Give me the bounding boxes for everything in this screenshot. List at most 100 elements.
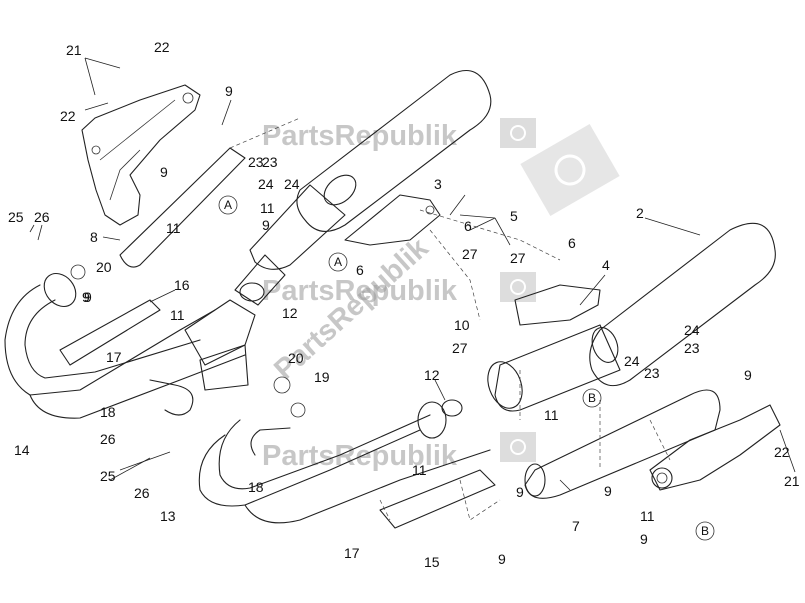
callout-27: 27 [452,340,468,356]
callout-24: 24 [284,176,300,192]
watermark-top: PartsRepublik [262,118,536,152]
callout-9: 9 [84,289,92,305]
section-marker-b-upper: B [582,388,602,408]
callout-labels: 21 22 22 9 23 24 9 11 23 24 25 26 8 11 9… [8,39,800,570]
callout-11: 11 [640,508,655,524]
section-marker-a-upper: A [218,195,238,215]
section-marker-b-lower: B [695,521,715,541]
callout-16: 16 [174,277,190,293]
callout-2: 2 [636,205,644,221]
part-bracket-3 [344,194,441,246]
part-sensor-18-upper [149,379,194,416]
part-collector [184,299,256,391]
svg-text:PartsRepublik: PartsRepublik [262,440,458,472]
svg-text:A: A [224,198,232,212]
callout-7: 7 [572,518,580,534]
callout-9: 9 [498,551,506,567]
gear-flag-icon [500,432,536,462]
callout-9: 9 [225,83,233,99]
callout-11: 11 [260,200,275,216]
callout-9: 9 [744,367,752,383]
callout-6: 6 [356,262,364,278]
callout-10: 10 [454,317,470,333]
callout-27: 27 [510,250,526,266]
callout-22-top: 22 [154,39,170,55]
callout-6: 6 [568,235,576,251]
callout-9: 9 [640,531,648,547]
part-heat-shield-15 [379,469,496,529]
part-heat-shield-16 [59,299,161,366]
callout-9: 9 [604,483,612,499]
callout-26: 26 [100,431,116,447]
part-bracket-4 [514,284,601,326]
svg-text:PartsRepublik: PartsRepublik [262,120,458,152]
part-clamp-12-lower [441,399,463,417]
part-silencer-2 [487,222,776,412]
gear-flag-icon [500,118,536,148]
callout-8: 8 [90,229,98,245]
svg-text:A: A [334,255,342,269]
part-header-pipe-13 [198,401,491,524]
callout-4: 4 [602,257,610,273]
svg-text:PartsRepublik: PartsRepublik [262,275,458,307]
part-clamp-12-upper [239,282,265,302]
callout-23: 23 [644,365,660,381]
callout-25: 25 [8,209,24,225]
svg-text:B: B [701,524,709,538]
gasket-20-center [273,376,291,394]
callout-20: 20 [288,350,304,366]
callout-18: 18 [100,404,116,420]
callout-14: 14 [14,442,30,458]
callout-13: 13 [160,508,176,524]
part-heat-shield-8 [119,117,301,268]
callout-26: 26 [34,209,50,225]
callout-18: 18 [248,479,264,495]
callout-21-top: 21 [66,42,82,58]
callout-6: 6 [464,218,472,234]
callout-17: 17 [106,349,122,365]
gasket-19 [290,402,306,418]
callout-22: 22 [774,444,790,460]
callout-27: 27 [462,246,478,262]
watermark-bottom: PartsRepublik [262,432,536,472]
part-sensor-18-lower [250,427,291,456]
callout-21: 21 [784,473,800,489]
callout-22-left: 22 [60,108,76,124]
callout-9: 9 [262,217,270,233]
callout-5: 5 [510,208,518,224]
callout-15: 15 [424,554,440,570]
part-bracket-left [81,84,201,226]
callout-12: 12 [424,367,440,383]
callout-25: 25 [100,468,116,484]
callout-24: 24 [684,322,700,338]
callout-9: 9 [516,484,524,500]
gasket-20-left [70,264,86,280]
callout-23: 23 [684,340,700,356]
callout-3: 3 [434,176,442,192]
callout-11: 11 [166,220,181,236]
callout-11: 11 [412,462,427,478]
callout-9-b: 9 [82,289,90,305]
callout-19: 19 [314,369,330,385]
callout-23: 23 [262,154,278,170]
part-header-pipe-14 [4,272,246,419]
callout-12: 12 [282,305,298,321]
section-marker-a-lower: A [328,252,348,272]
leader-lines [29,57,796,491]
callout-9: 9 [160,164,168,180]
callout-11: 11 [544,407,559,423]
callout-17: 17 [344,545,360,561]
part-silencer-top [234,70,492,306]
callout-24: 24 [624,353,640,369]
gear-flag-icon [500,272,536,302]
watermark-mid: PartsRepublik [262,272,536,307]
callout-26: 26 [134,485,150,501]
svg-text:B: B [588,391,596,405]
assembly-lines [379,209,671,521]
watermark-big-icon [520,124,620,216]
callout-11: 11 [170,307,185,323]
callout-20: 20 [96,259,112,275]
callout-23: 23 [248,154,264,170]
part-bracket-right [649,404,781,491]
